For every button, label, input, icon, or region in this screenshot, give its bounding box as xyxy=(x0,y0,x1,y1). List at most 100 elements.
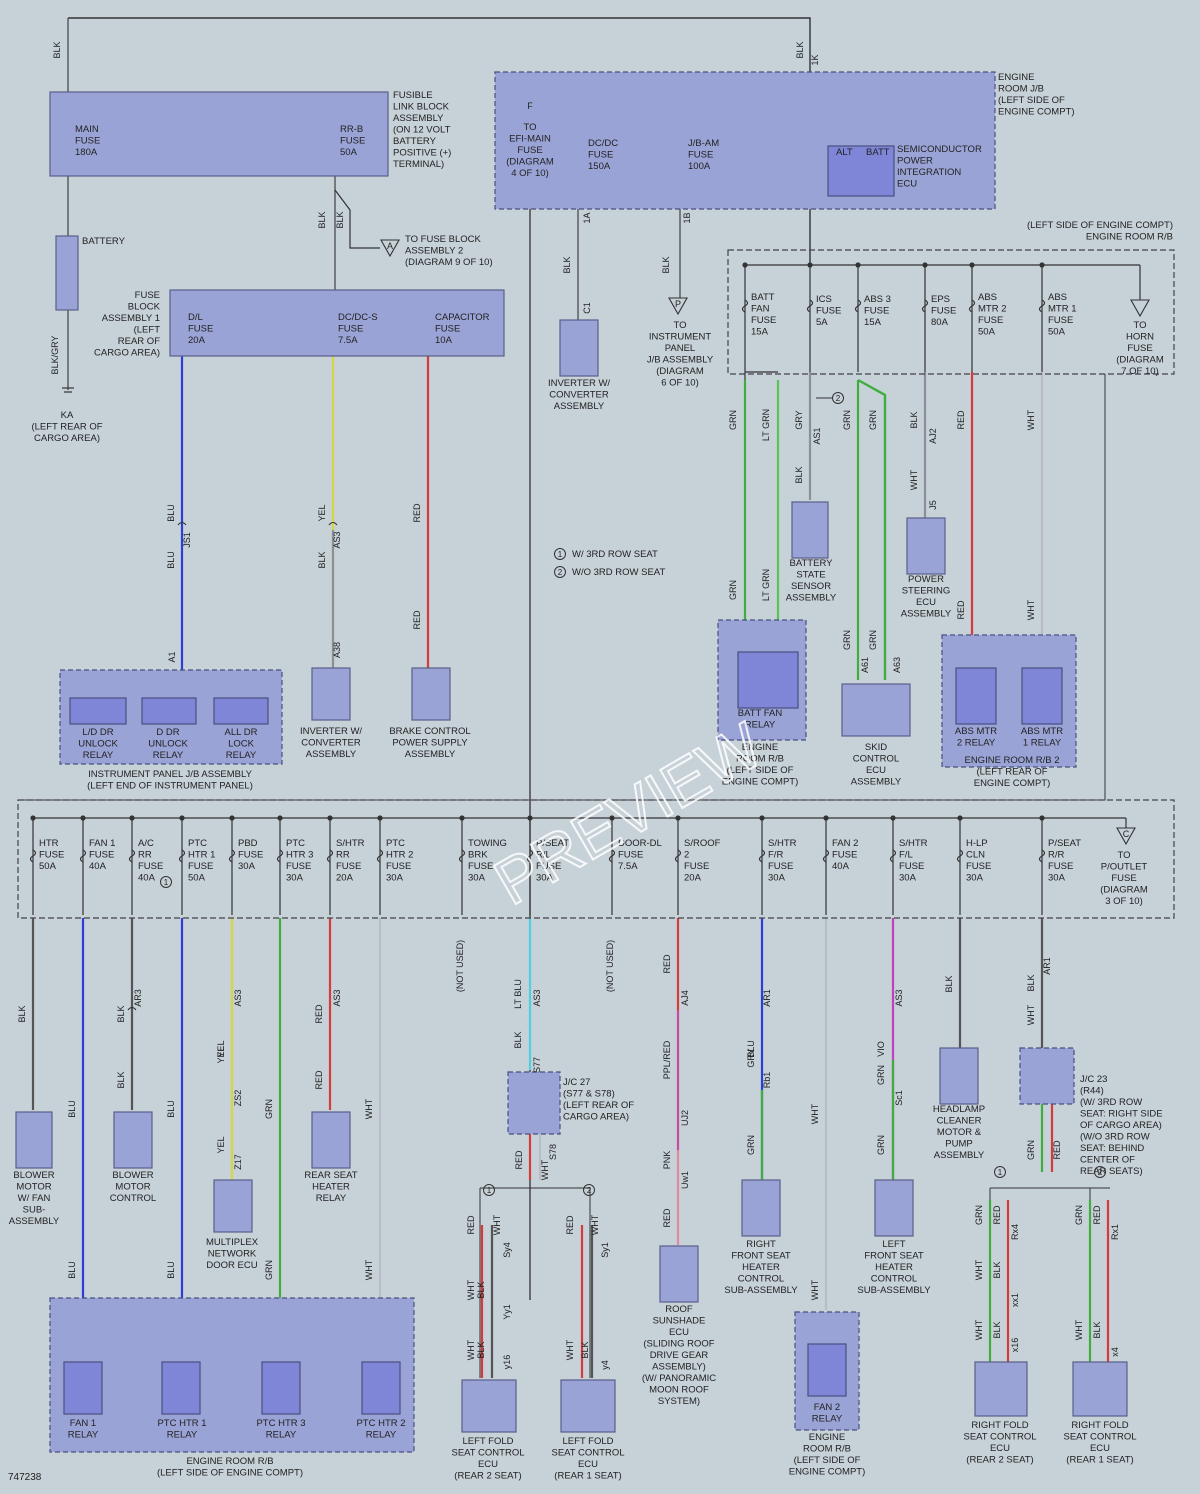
wire-label: WHT xyxy=(364,1098,374,1119)
d-relay-label: UNLOCK xyxy=(148,739,188,750)
absmtr2-fuse-label: ABS xyxy=(978,292,997,303)
wire-label: JS1 xyxy=(182,532,192,548)
dl-fuse-label: FUSE xyxy=(188,324,213,335)
fuse-symbol xyxy=(526,849,534,863)
wire-label: Rx1 xyxy=(1110,1224,1120,1240)
left-seat-heater-label: FRONT SEAT xyxy=(864,1251,923,1262)
fuse-symbol xyxy=(1038,849,1046,863)
connector-mark xyxy=(328,521,338,526)
fuse-symbol xyxy=(228,849,236,863)
ptc1-relay xyxy=(161,1361,201,1415)
batt-fan-relay xyxy=(737,651,799,709)
wire-label: BLK xyxy=(944,975,954,992)
absmtr2-fuse-label: 50A xyxy=(978,327,996,338)
right-seat-heater-label: SUB-ASSEMBLY xyxy=(724,1285,798,1296)
junction-dot xyxy=(922,262,928,268)
semi-ecu-label: ECU xyxy=(897,179,917,190)
bottom-fuse-label: CLN xyxy=(966,850,985,861)
wire-label: Sc1 xyxy=(894,1090,904,1106)
brake-supply-label: ASSEMBLY xyxy=(405,749,456,760)
fuse-symbol xyxy=(674,849,682,863)
blower-motor-label: W/ FAN xyxy=(18,1193,51,1204)
wire-label: WHT xyxy=(1026,599,1036,620)
note-mark-text: 1 xyxy=(164,878,169,887)
headlamp-label: CLEANER xyxy=(937,1116,982,1127)
inverter-mid-label: INVERTER W/ xyxy=(300,726,362,737)
wire-label: RED xyxy=(662,1208,672,1228)
wire-label: RED xyxy=(1052,1140,1062,1160)
wire-label: GRN xyxy=(264,1260,274,1280)
watermark: PREVIEW xyxy=(482,708,774,918)
note-mark xyxy=(583,1184,595,1196)
wire-label: LT GRN xyxy=(761,409,771,441)
bottom-fuse-label: R/R xyxy=(1048,850,1065,861)
bottom-fuse-label: R/L xyxy=(536,850,551,861)
bottom-fuse-label: FUSE xyxy=(286,861,311,872)
reference-arrow-letter: F xyxy=(527,101,533,111)
abs-mtr1-relay xyxy=(1021,667,1063,725)
junction-dot xyxy=(229,815,235,821)
wire-label: Yy1 xyxy=(502,1304,512,1320)
jc23-label: (W/O 3RD ROW xyxy=(1080,1132,1150,1143)
wire-label: (NOT USED) xyxy=(455,940,465,992)
bottom-fuse-label: 30A xyxy=(899,873,917,884)
wire-label: AS3 xyxy=(332,531,342,548)
fan2-relay xyxy=(807,1343,847,1397)
absmtr2-fuse-label: MTR 2 xyxy=(978,304,1007,315)
wire-label: GRN xyxy=(728,580,738,600)
wire-label: BLU xyxy=(166,1100,176,1118)
ics-fuse-label: 5A xyxy=(816,317,828,328)
battery xyxy=(55,235,79,311)
wire-label: A61 xyxy=(860,657,870,673)
to-outlet-label: P/OUTLET xyxy=(1101,862,1148,873)
reference-arrow xyxy=(1116,827,1136,846)
wire-label: C1 xyxy=(582,302,592,314)
left-fold-1-label: (REAR 1 SEAT) xyxy=(554,1471,621,1482)
left-fold-2-label: (REAR 2 SEAT) xyxy=(454,1471,521,1482)
wire-label: BLU xyxy=(67,1100,77,1118)
blower-motor xyxy=(15,1111,53,1169)
wire-label: AR1 xyxy=(762,989,772,1007)
wire-label: WHT xyxy=(1074,1319,1084,1340)
wire-label: GRN xyxy=(868,410,878,430)
power-steering-label: POWER xyxy=(908,574,944,585)
junction-dot xyxy=(855,262,861,268)
wire-label: UJ2 xyxy=(680,1110,690,1126)
bottom-fuse-label: 50A xyxy=(39,861,57,872)
semi-ecu-label: INTEGRATION xyxy=(897,167,961,178)
reference-arrow xyxy=(1130,299,1150,318)
battery-sensor-label: STATE xyxy=(796,570,825,581)
er-rb-batt-label: ENGINE COMPT) xyxy=(722,777,799,788)
junction-dot xyxy=(609,815,615,821)
engine-room-jb-label: ENGINE COMPT) xyxy=(998,107,1075,118)
wire-label: A1 xyxy=(167,651,177,662)
multiplex-label: NETWORK xyxy=(208,1249,257,1260)
note-mark xyxy=(160,876,172,888)
right-fold-2-label: ECU xyxy=(990,1443,1010,1454)
ptc3-relay-label: RELAY xyxy=(266,1430,297,1441)
note-mark xyxy=(483,1184,495,1196)
blower-motor-label: ASSEMBLY xyxy=(9,1216,60,1227)
multiplex-ecu xyxy=(213,1179,253,1233)
note-mark xyxy=(554,566,566,578)
bottom-fuse-label: FUSE xyxy=(188,861,213,872)
bottom-fuse-label: DOOR-DL xyxy=(618,838,662,849)
wire-label: ZS2 xyxy=(233,1090,243,1107)
abs-mtr2-label: 2 RELAY xyxy=(957,738,996,749)
to-ipjb-label: TO xyxy=(673,320,686,331)
left-seat-heater-label: HEATER xyxy=(875,1262,913,1273)
wire-label: PNK xyxy=(662,1151,672,1170)
eps-fuse-label: FUSE xyxy=(931,306,956,317)
fuse-block-1-label: CARGO AREA) xyxy=(94,348,160,359)
ptc3-relay xyxy=(261,1361,301,1415)
fan1-relay-label: FAN 1 xyxy=(70,1418,96,1429)
jbam-fuse-label: 100A xyxy=(688,161,711,172)
er-rb-bottom xyxy=(49,1297,415,1453)
wire-label: YEL xyxy=(216,1136,226,1153)
to-efi-label: 4 OF 10) xyxy=(511,168,549,179)
wire-label: YEL xyxy=(216,1046,226,1063)
batt-label: BATT xyxy=(866,147,890,158)
jc23 xyxy=(1019,1047,1075,1105)
wire-label: AJ2 xyxy=(928,428,938,444)
jc23-label: REAR SEATS) xyxy=(1080,1166,1143,1177)
